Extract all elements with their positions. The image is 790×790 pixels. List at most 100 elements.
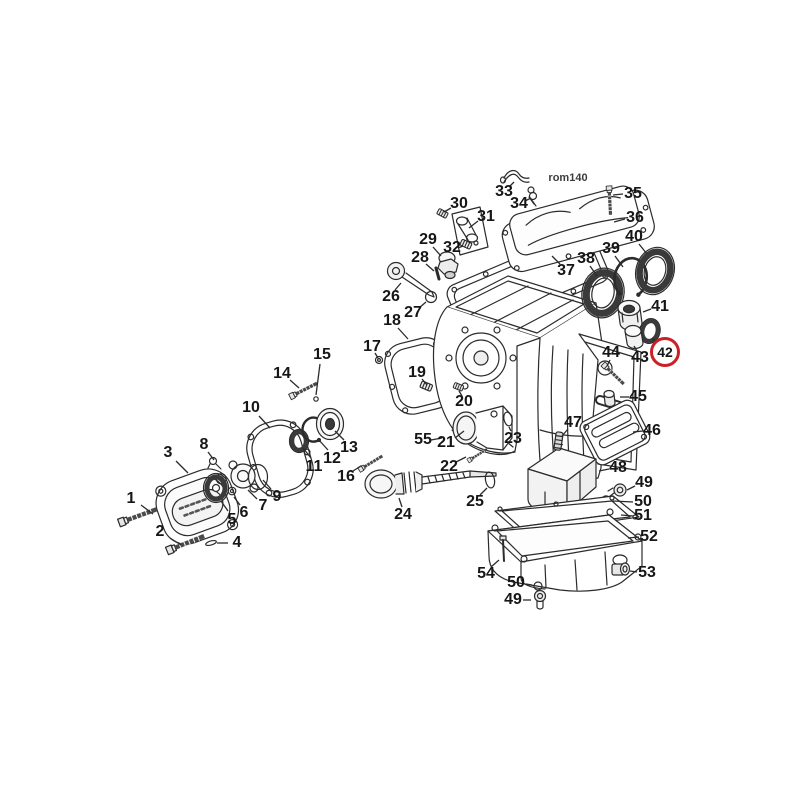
part-27-o-ring xyxy=(424,290,438,304)
part-label-24[interactable]: 24 xyxy=(394,506,412,523)
part-label-27[interactable]: 27 xyxy=(404,304,422,321)
leader-line-46 xyxy=(632,430,644,433)
part-label-54[interactable]: 54 xyxy=(477,565,495,582)
leader-line-23 xyxy=(508,426,512,432)
leader-line-41 xyxy=(642,308,652,313)
part-label-51[interactable]: 51 xyxy=(634,507,652,524)
part-13-bearing xyxy=(315,407,345,441)
part-label-38[interactable]: 38 xyxy=(577,250,595,267)
part-label-37[interactable]: 37 xyxy=(557,262,575,279)
part-label-49[interactable]: 49 xyxy=(635,474,653,491)
leader-line-21 xyxy=(454,430,465,439)
part-label-44[interactable]: 44 xyxy=(602,344,620,361)
part-label-47[interactable]: 47 xyxy=(564,414,582,431)
part-label-10[interactable]: 10 xyxy=(242,399,260,416)
part-label-16[interactable]: 16 xyxy=(337,468,355,485)
part-label-40[interactable]: 40 xyxy=(625,228,643,245)
part-label-4[interactable]: 4 xyxy=(232,534,242,551)
leader-line-47 xyxy=(561,428,569,437)
leader-line-43 xyxy=(633,345,638,352)
leader-line-14 xyxy=(289,379,300,389)
part-label-8[interactable]: 8 xyxy=(199,436,209,453)
leader-line-29 xyxy=(432,246,442,257)
part-label-20[interactable]: 20 xyxy=(455,393,473,410)
part-24-dipstick xyxy=(364,469,497,499)
leader-line-50 xyxy=(612,500,634,503)
part-23-o-ring xyxy=(503,411,513,427)
part-17-nut xyxy=(374,355,384,365)
part-label-7[interactable]: 7 xyxy=(258,497,268,514)
part-label-26[interactable]: 26 xyxy=(382,288,400,305)
part-label-5[interactable]: 5 xyxy=(227,511,237,528)
part-label-50[interactable]: 50 xyxy=(634,493,652,510)
part-label-21[interactable]: 21 xyxy=(437,434,455,451)
leader-line-51 xyxy=(620,514,634,517)
part-label-35[interactable]: 35 xyxy=(624,185,642,202)
leader-line-2 xyxy=(169,537,182,546)
part-label-19[interactable]: 19 xyxy=(408,364,426,381)
part-label-18[interactable]: 18 xyxy=(383,312,401,329)
leader-line-39 xyxy=(614,255,624,268)
part-label-39[interactable]: 39 xyxy=(602,240,620,257)
leader-line-11 xyxy=(302,447,312,459)
part-label-49[interactable]: 49 xyxy=(504,591,522,608)
part-40-seal xyxy=(634,246,676,296)
part-label-28[interactable]: 28 xyxy=(411,249,429,266)
part-label-17[interactable]: 17 xyxy=(363,338,381,355)
part-label-33[interactable]: 33 xyxy=(495,183,513,200)
part-28-pin xyxy=(434,266,441,281)
leader-line-55 xyxy=(430,437,443,441)
part-label-11[interactable]: 11 xyxy=(305,458,323,475)
leader-line-12 xyxy=(317,438,329,451)
part-label-42-highlighted[interactable]: 42 xyxy=(650,337,680,367)
part-label-53[interactable]: 53 xyxy=(638,564,656,581)
leader-line-33 xyxy=(508,181,515,188)
part-label-48[interactable]: 48 xyxy=(609,459,627,476)
part-label-2[interactable]: 2 xyxy=(155,523,165,540)
part-51-pan-gasket xyxy=(494,495,640,535)
leader-line-18 xyxy=(397,327,409,340)
part-label-32[interactable]: 32 xyxy=(443,239,461,256)
leader-line-44 xyxy=(606,359,611,367)
part-label-6[interactable]: 6 xyxy=(239,504,249,521)
part-label-50[interactable]: 50 xyxy=(507,574,525,591)
part-4-clip xyxy=(205,539,217,547)
part-label-43[interactable]: 43 xyxy=(631,349,649,366)
part-29-sensor xyxy=(437,251,459,280)
part-label-12[interactable]: 12 xyxy=(323,450,341,467)
part-label-9[interactable]: 9 xyxy=(272,488,282,505)
part-label-13[interactable]: 13 xyxy=(340,439,358,456)
part-label-1[interactable]: 1 xyxy=(126,490,136,507)
part-label-41[interactable]: 41 xyxy=(651,298,669,315)
part-label-31[interactable]: 31 xyxy=(477,208,495,225)
part-label-36[interactable]: 36 xyxy=(626,209,644,226)
part-label-46[interactable]: 46 xyxy=(643,422,661,439)
part-9-o-ring xyxy=(247,463,269,491)
part-52-oil-pan xyxy=(487,508,643,592)
part-label-23[interactable]: 23 xyxy=(504,430,522,447)
leader-line-6 xyxy=(233,496,241,506)
part-label-55[interactable]: 55 xyxy=(414,431,432,448)
part-label-14[interactable]: 14 xyxy=(273,365,291,382)
part-label-52[interactable]: 52 xyxy=(640,528,658,545)
leader-line-17 xyxy=(374,352,379,359)
part-label-22[interactable]: 22 xyxy=(440,458,458,475)
leader-line-30 xyxy=(443,207,452,213)
part-label-25[interactable]: 25 xyxy=(466,493,484,510)
part-50-o-ring-bottom xyxy=(533,581,543,591)
part-label-3[interactable]: 3 xyxy=(163,444,173,461)
part-label-30[interactable]: 30 xyxy=(450,195,468,212)
leader-line-40 xyxy=(638,243,648,255)
leader-line-20 xyxy=(458,390,463,397)
part-label-34[interactable]: 34 xyxy=(510,195,528,212)
leader-line-5 xyxy=(220,500,229,512)
leader-line-7 xyxy=(247,489,258,500)
leader-line-15 xyxy=(315,363,321,396)
part-5-seal xyxy=(202,472,230,504)
part-label-45[interactable]: 45 xyxy=(629,388,647,405)
part-label-29[interactable]: 29 xyxy=(419,231,437,248)
part-label-15[interactable]: 15 xyxy=(313,346,331,363)
leader-line-48 xyxy=(598,468,610,472)
